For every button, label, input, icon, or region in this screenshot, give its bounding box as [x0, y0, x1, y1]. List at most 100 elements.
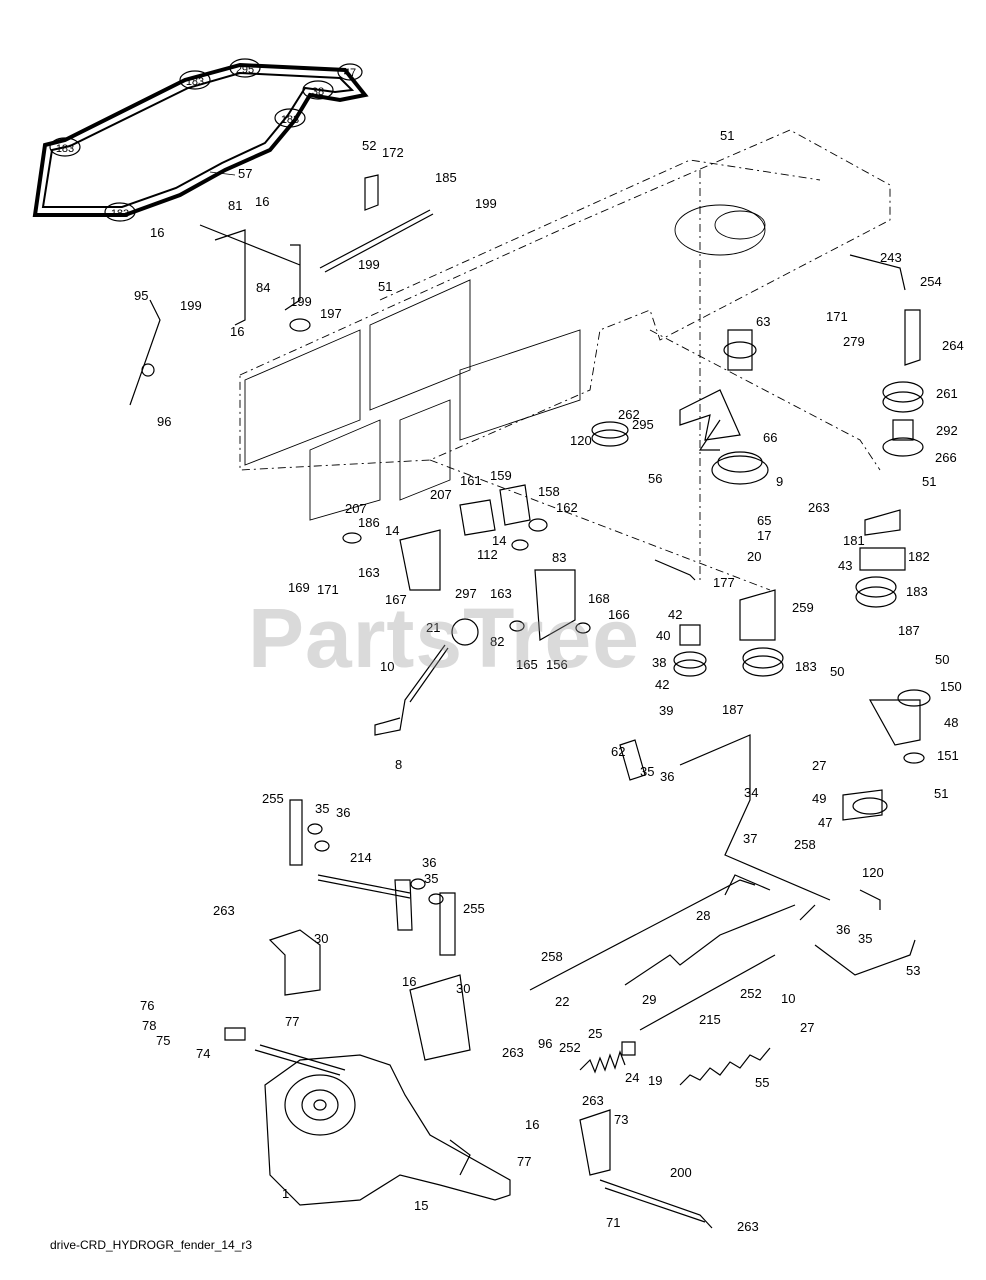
svg-text:199: 199 [180, 298, 202, 313]
callout: 35 [315, 801, 329, 816]
svg-text:177: 177 [713, 575, 735, 590]
brake-pedal-shaft [374, 644, 449, 736]
svg-text:263: 263 [213, 903, 235, 918]
callout: 165 [516, 657, 538, 672]
callout: 214 [350, 850, 372, 865]
callout: 9 [776, 474, 783, 489]
callout: 295 [632, 417, 654, 432]
callout: 262 [618, 407, 640, 422]
svg-text:51: 51 [378, 279, 392, 294]
callout: 42 [668, 607, 682, 622]
svg-text:16: 16 [150, 225, 164, 240]
svg-text:254: 254 [920, 274, 942, 289]
callout: 243 [880, 250, 902, 265]
belt-pulley-label: 38 [312, 86, 324, 98]
svg-text:120: 120 [570, 433, 592, 448]
callout: 52 [362, 138, 376, 153]
callout: 183 [795, 659, 817, 674]
svg-text:263: 263 [502, 1045, 524, 1060]
callouts: 57 52 172 185 199 81 16 16 199 51 84 199… [134, 128, 964, 1234]
svg-text:112: 112 [477, 547, 498, 562]
svg-text:53: 53 [906, 963, 920, 978]
svg-text:252: 252 [740, 986, 762, 1001]
callout: 263 [808, 500, 830, 515]
callout: 51 [922, 474, 936, 489]
svg-text:15: 15 [414, 1198, 428, 1213]
callout: 28 [696, 908, 710, 923]
cross-shaft-assembly [289, 799, 456, 956]
callout: 49 [812, 791, 826, 806]
svg-text:263: 263 [808, 500, 830, 515]
svg-text:50: 50 [830, 664, 844, 679]
callout: 36 [660, 769, 674, 784]
svg-text:76: 76 [140, 998, 154, 1013]
callout: 38 [652, 655, 666, 670]
svg-text:207: 207 [430, 487, 452, 502]
belt-pulleys: 183 295 38 47 183 183 183 [49, 58, 363, 222]
callout: 186 [358, 515, 380, 530]
svg-text:14: 14 [492, 533, 506, 548]
callout: 187 [898, 623, 920, 638]
callout: 25 [588, 1026, 602, 1041]
callout: 56 [648, 471, 662, 486]
svg-text:16: 16 [402, 974, 416, 989]
svg-text:27: 27 [812, 758, 826, 773]
svg-text:42: 42 [668, 607, 682, 622]
svg-text:259: 259 [792, 600, 814, 615]
callout: 83 [552, 550, 566, 565]
svg-text:95: 95 [134, 288, 148, 303]
svg-text:42: 42 [655, 677, 669, 692]
svg-text:16: 16 [255, 194, 269, 209]
callout: 1 [282, 1186, 289, 1201]
svg-text:34: 34 [744, 785, 758, 800]
svg-text:187: 187 [898, 623, 920, 638]
callout: 21 [426, 620, 440, 635]
svg-text:66: 66 [763, 430, 777, 445]
callout: 14 [385, 523, 399, 538]
callout: 163 [490, 586, 512, 601]
svg-text:29: 29 [642, 992, 656, 1007]
callout: 255 [463, 901, 485, 916]
callout: 279 [843, 334, 865, 349]
svg-text:62: 62 [611, 744, 625, 759]
svg-text:96: 96 [538, 1036, 552, 1051]
svg-text:30: 30 [314, 931, 328, 946]
callout: 161 [460, 473, 482, 488]
svg-text:266: 266 [935, 450, 957, 465]
svg-text:156: 156 [546, 657, 568, 672]
belt-pulley-label: 295 [236, 64, 254, 76]
callout: 150 [940, 679, 962, 694]
callout: 29 [642, 992, 656, 1007]
svg-text:40: 40 [656, 628, 670, 643]
callout: 255 [262, 791, 284, 806]
svg-text:81: 81 [228, 198, 242, 213]
callout: 167 [385, 592, 407, 607]
callout: 120 [570, 433, 592, 448]
svg-text:75: 75 [156, 1033, 170, 1048]
callout: 177 [713, 575, 735, 590]
callout: 10 [380, 659, 394, 674]
callout: 266 [935, 450, 957, 465]
springs [579, 1041, 771, 1086]
callout: 30 [456, 981, 470, 996]
svg-text:186: 186 [358, 515, 380, 530]
svg-text:214: 214 [350, 850, 372, 865]
callout: 169 [288, 580, 310, 595]
svg-text:38: 38 [652, 655, 666, 670]
callout: 81 [228, 198, 242, 213]
svg-text:182: 182 [908, 549, 930, 564]
callout: 16 [402, 974, 416, 989]
svg-text:262: 262 [618, 407, 640, 422]
svg-text:35: 35 [640, 764, 654, 779]
callout: 63 [756, 314, 770, 329]
callout: 171 [317, 582, 339, 597]
svg-text:96: 96 [157, 414, 171, 429]
callout: 76 [140, 998, 154, 1013]
callout: 65 [757, 513, 771, 528]
callout: 35 [858, 931, 872, 946]
callout: 171 [826, 309, 848, 324]
svg-text:14: 14 [385, 523, 399, 538]
svg-text:207: 207 [345, 501, 367, 516]
callout: 199 [358, 257, 380, 272]
